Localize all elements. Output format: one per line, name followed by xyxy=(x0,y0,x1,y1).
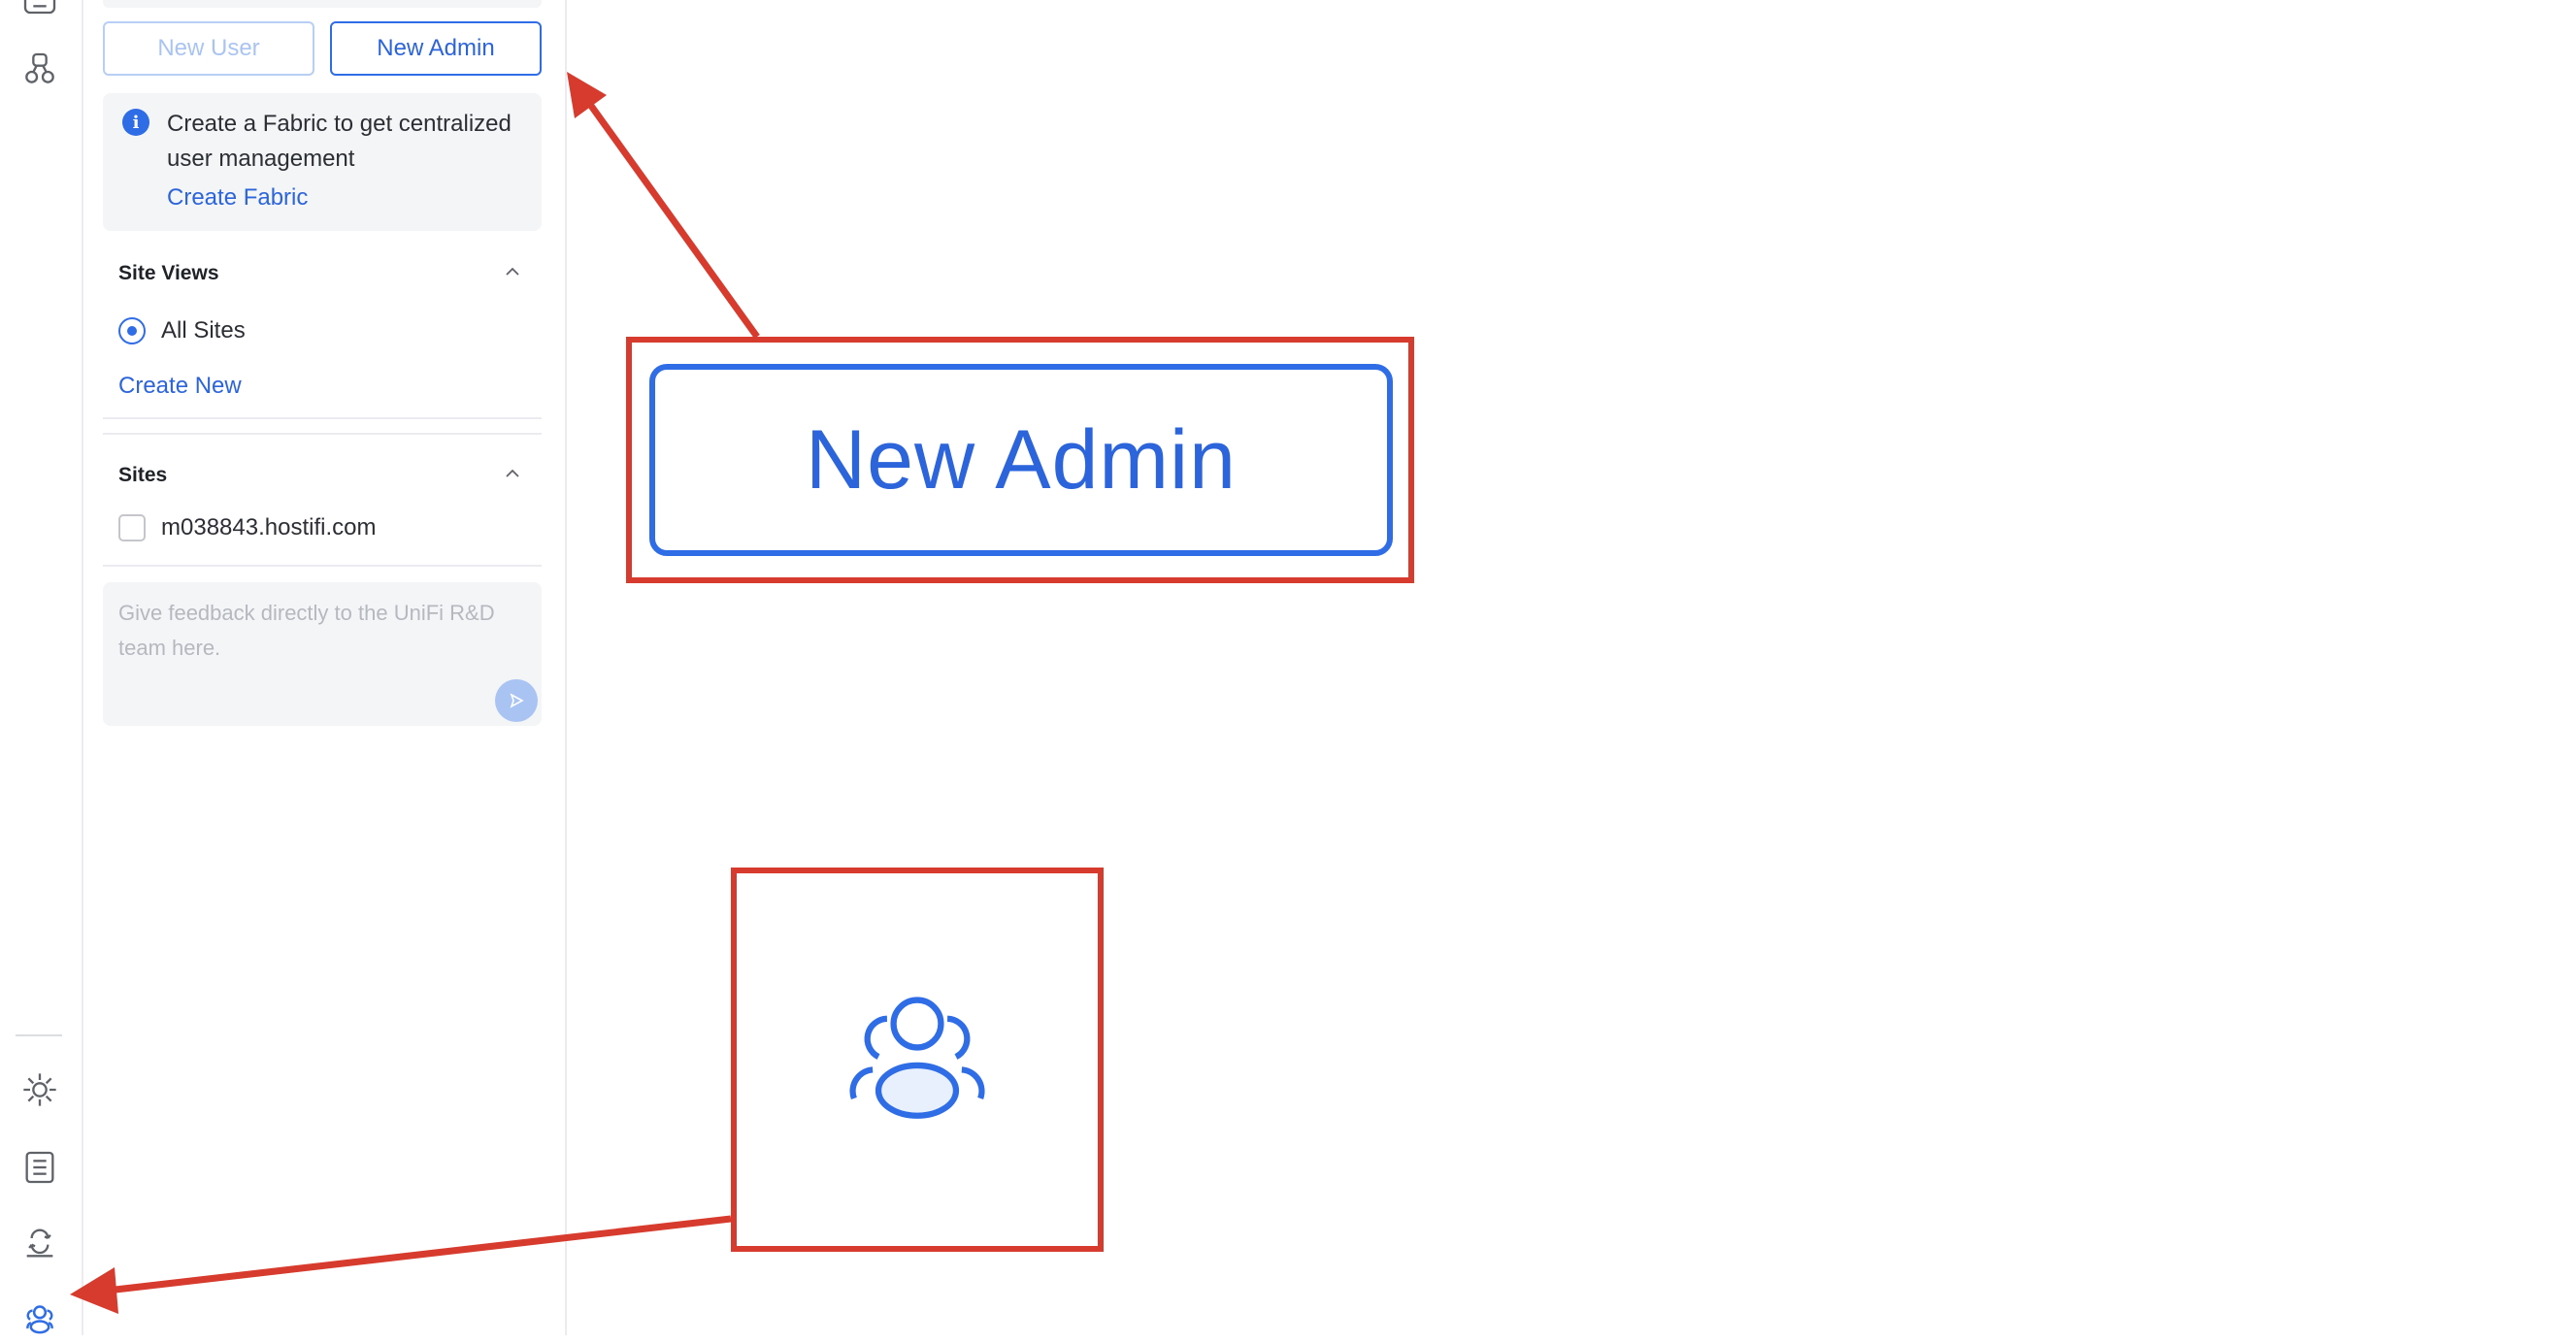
new-admin-callout: New Admin xyxy=(626,337,1414,583)
feedback-input[interactable] xyxy=(103,582,542,726)
logs-icon[interactable] xyxy=(16,1143,64,1192)
new-user-button[interactable]: New User xyxy=(103,21,314,76)
divider xyxy=(103,565,542,567)
all-sites-radio[interactable] xyxy=(118,317,146,344)
chevron-up-icon[interactable] xyxy=(503,262,522,281)
create-fabric-link[interactable]: Create Fabric xyxy=(167,184,309,211)
fabric-info-box: i Create a Fabric to get centralized use… xyxy=(103,93,542,231)
panel-top-edge xyxy=(103,0,542,8)
admins-users-icon[interactable] xyxy=(16,1294,64,1343)
admins-users-panel: New User New Admin i Create a Fabric to … xyxy=(83,0,567,1335)
divider xyxy=(103,433,542,435)
integrations-icon[interactable] xyxy=(16,1065,64,1114)
send-feedback-button[interactable] xyxy=(495,679,538,722)
send-icon xyxy=(510,693,524,708)
site-item-label: m038843.hostifi.com xyxy=(161,514,377,540)
arrowhead-new-admin xyxy=(567,72,607,118)
site-views-title: Site Views xyxy=(118,262,219,284)
topology-icon[interactable] xyxy=(16,45,64,93)
fabric-info-message: Create a Fabric to get centralized user … xyxy=(167,111,512,172)
device-icon[interactable] xyxy=(16,0,64,27)
rail-divider xyxy=(16,1034,62,1036)
backup-icon[interactable] xyxy=(16,1219,64,1267)
admins-users-zoomed-icon xyxy=(849,997,985,1119)
sites-title: Sites xyxy=(118,464,168,486)
divider xyxy=(103,417,542,419)
admins-users-callout xyxy=(731,868,1104,1252)
icon-rail xyxy=(0,0,83,1335)
all-sites-label: All Sites xyxy=(161,317,246,344)
create-new-view-link[interactable]: Create New xyxy=(118,373,242,399)
info-icon: i xyxy=(122,109,149,136)
new-admin-button[interactable]: New Admin xyxy=(330,21,542,76)
chevron-up-icon[interactable] xyxy=(503,464,522,483)
arrow-to-new-admin xyxy=(583,96,760,340)
new-admin-zoomed-button: New Admin xyxy=(649,364,1393,556)
site-checkbox[interactable] xyxy=(118,514,146,541)
